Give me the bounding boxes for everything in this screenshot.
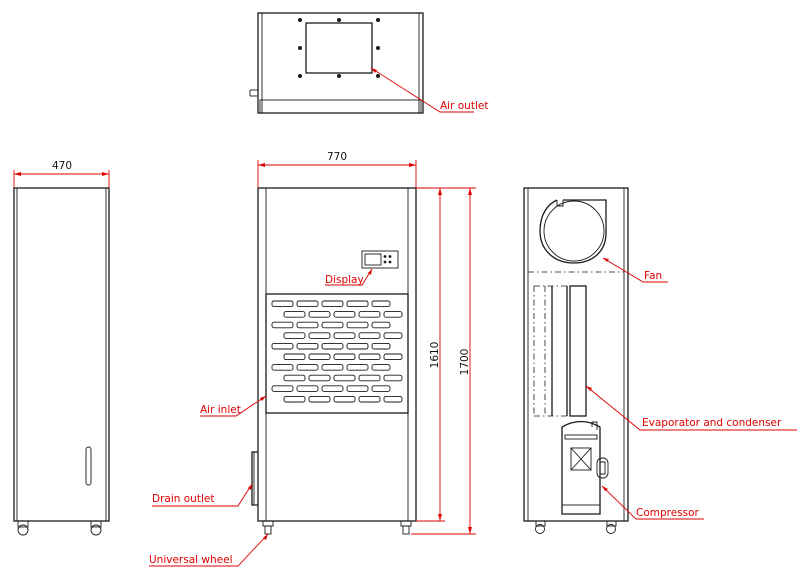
side-wheels bbox=[17, 520, 102, 536]
compressor-unit bbox=[561, 420, 609, 515]
drain-pipe bbox=[251, 451, 258, 506]
callout-leaders bbox=[149, 67, 797, 567]
dimension-side-width: 470 bbox=[52, 160, 72, 172]
grille-slot bbox=[383, 353, 403, 361]
front-wheels bbox=[262, 520, 412, 535]
grille-slot bbox=[383, 395, 403, 403]
grille-slot bbox=[333, 374, 356, 382]
grille-slot bbox=[283, 353, 306, 361]
grille-slot bbox=[321, 385, 344, 392]
grille-slot bbox=[283, 311, 306, 318]
label-display: Display bbox=[325, 274, 364, 286]
grille-slot bbox=[358, 332, 381, 339]
grille-slot bbox=[296, 364, 319, 371]
grille-slot bbox=[371, 321, 391, 329]
grille-slot bbox=[333, 395, 356, 403]
grille-slot bbox=[296, 342, 319, 350]
grille-slot bbox=[333, 311, 356, 318]
top-outlet-bolts bbox=[298, 18, 380, 78]
grille-slot bbox=[346, 342, 369, 350]
grille-slot bbox=[383, 332, 403, 339]
grille-slot bbox=[271, 321, 294, 329]
grille-slot bbox=[321, 342, 344, 350]
grille-slot bbox=[333, 353, 356, 361]
front-view bbox=[251, 187, 417, 535]
grille-slot bbox=[371, 385, 391, 392]
grille-slot bbox=[346, 385, 369, 392]
side-handle bbox=[85, 446, 92, 486]
grille-slot bbox=[296, 321, 319, 329]
label-compressor: Compressor bbox=[636, 507, 700, 519]
grille-slot bbox=[271, 342, 294, 350]
air-inlet-frame bbox=[265, 293, 409, 414]
front-width-dimension bbox=[257, 160, 417, 188]
grille-slot bbox=[383, 374, 403, 382]
label-evaporator-condenser: Evaporator and condenser bbox=[642, 417, 782, 429]
grille-slot bbox=[383, 311, 403, 318]
grille-slot bbox=[333, 332, 356, 339]
air-inlet-grille bbox=[271, 300, 403, 403]
grille-slot bbox=[346, 321, 369, 329]
top-view bbox=[249, 12, 424, 114]
grille-slot bbox=[296, 385, 319, 392]
grille-slot bbox=[346, 300, 369, 308]
grille-slot bbox=[283, 332, 306, 339]
label-universal-wheel: Universal wheel bbox=[149, 554, 233, 566]
grille-slot bbox=[346, 364, 369, 371]
grille-slot bbox=[371, 342, 391, 350]
dimension-front-width: 770 bbox=[327, 151, 347, 163]
grille-slot bbox=[308, 374, 331, 382]
side-width-dimension bbox=[13, 170, 110, 188]
grille-slot bbox=[358, 374, 381, 382]
top-outlet-panel bbox=[305, 22, 373, 74]
grille-slot bbox=[358, 353, 381, 361]
grille-slot bbox=[283, 374, 306, 382]
grille-slot bbox=[371, 300, 391, 308]
grille-slot bbox=[321, 364, 344, 371]
side-view bbox=[13, 187, 110, 536]
interior-view bbox=[523, 187, 629, 534]
dimension-body-height: 1610 bbox=[429, 342, 441, 369]
grille-slot bbox=[371, 364, 391, 371]
grille-slot bbox=[321, 321, 344, 329]
grille-slot bbox=[271, 300, 294, 308]
grille-slot bbox=[296, 300, 319, 308]
interior-wheels bbox=[535, 520, 617, 534]
dimension-total-height: 1700 bbox=[459, 349, 471, 376]
label-drain-outlet: Drain outlet bbox=[152, 493, 214, 505]
label-fan: Fan bbox=[644, 270, 662, 282]
grille-slot bbox=[308, 353, 331, 361]
grille-slot bbox=[321, 300, 344, 308]
grille-slot bbox=[358, 395, 381, 403]
label-air-inlet: Air inlet bbox=[200, 404, 241, 416]
grille-slot bbox=[271, 364, 294, 371]
label-air-outlet: Air outlet bbox=[440, 100, 488, 112]
grille-slot bbox=[308, 332, 331, 339]
height-dimensions bbox=[411, 187, 476, 535]
grille-slot bbox=[308, 311, 331, 318]
grille-slot bbox=[358, 311, 381, 318]
grille-slot bbox=[308, 395, 331, 403]
grille-slot bbox=[271, 385, 294, 392]
fan-housing bbox=[539, 199, 607, 264]
display-panel bbox=[361, 250, 399, 269]
evaporator-condenser-coil bbox=[533, 285, 587, 417]
grille-slot bbox=[283, 395, 306, 403]
